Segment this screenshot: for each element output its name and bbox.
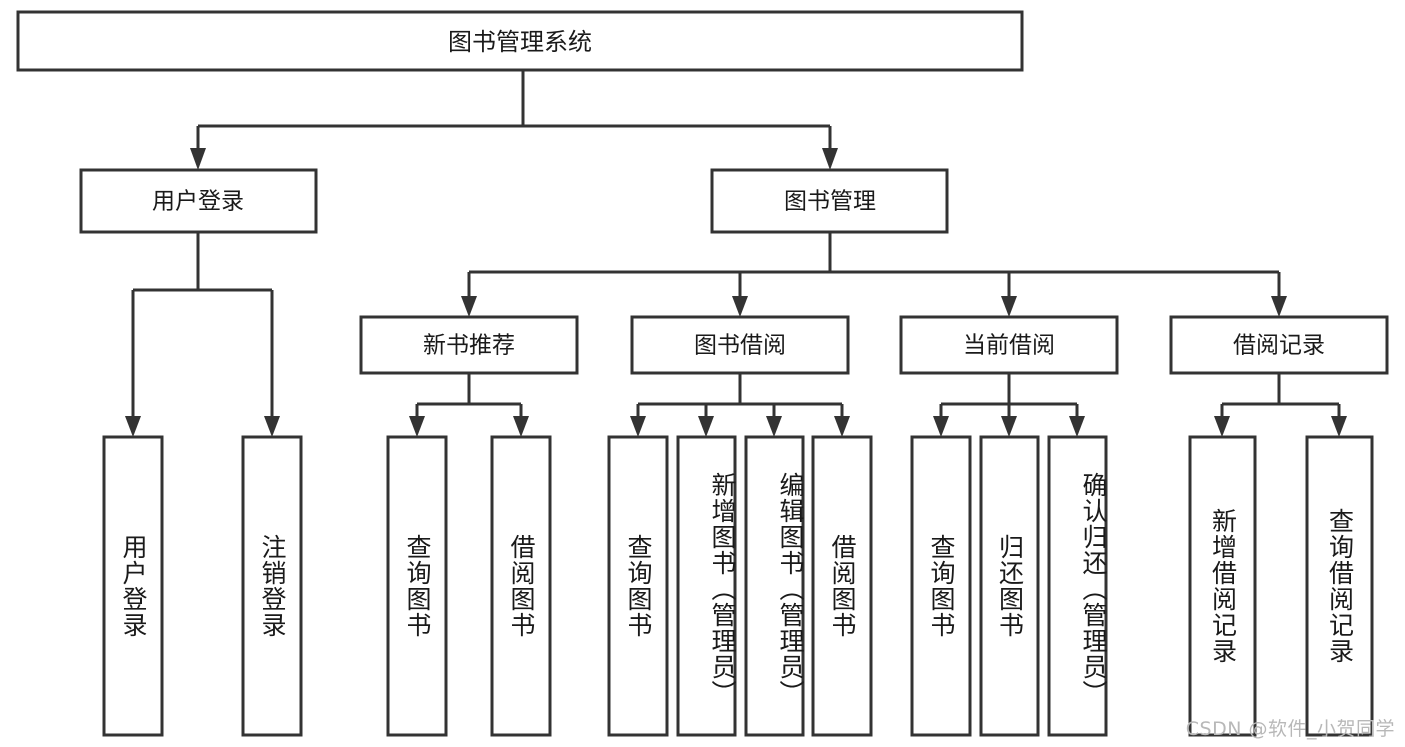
leaf-box-current-borrow-3[interactable] (1047, 435, 1108, 737)
leaf-box-borrow-record-2[interactable] (1305, 435, 1374, 737)
leaf-box-borrow-record-1[interactable] (1188, 435, 1257, 737)
node-user-login[interactable]: 用户登录 (79, 168, 318, 234)
leaf-box-new-book-2[interactable] (490, 435, 552, 737)
connector-book-manage-to-level3 (461, 232, 1287, 317)
node-root-system[interactable]: 图书管理系统 (16, 10, 1024, 72)
node-root-label: 图书管理系统 (448, 28, 592, 56)
leaf-box-book-borrow-1[interactable] (607, 435, 669, 737)
leaf-box-user-login-2[interactable] (241, 435, 303, 737)
node-book-manage-label: 图书管理 (784, 189, 876, 215)
node-user-login-label: 用户登录 (152, 189, 244, 215)
watermark-text: CSDN @软件_小贺同学 (1185, 718, 1395, 740)
node-book-manage[interactable]: 图书管理 (710, 168, 949, 234)
leaf-box-new-book-1[interactable] (386, 435, 448, 737)
node-book-borrow[interactable]: 图书借阅 (630, 315, 850, 375)
node-new-book-recommend-label: 新书推荐 (423, 333, 515, 359)
leaf-box-book-borrow-4[interactable] (811, 435, 873, 737)
leaf-box-current-borrow-2[interactable] (979, 435, 1040, 737)
connector-new-book-to-leaves (409, 373, 529, 437)
connector-root-to-level2 (190, 70, 838, 170)
leaf-box-current-borrow-1[interactable] (910, 435, 972, 737)
connector-user-login-to-leaves (125, 232, 280, 437)
connector-current-borrow-to-leaves (933, 373, 1085, 437)
leaf-box-user-login-1[interactable] (102, 435, 164, 737)
node-borrow-record-label: 借阅记录 (1233, 333, 1325, 359)
leaf-box-book-borrow-2[interactable] (676, 435, 737, 737)
node-book-borrow-label: 图书借阅 (694, 333, 786, 359)
connector-borrow-record-to-leaves (1214, 373, 1347, 437)
node-current-borrow-label: 当前借阅 (963, 333, 1055, 359)
node-new-book-recommend[interactable]: 新书推荐 (359, 315, 579, 375)
node-current-borrow[interactable]: 当前借阅 (899, 315, 1119, 375)
node-borrow-record[interactable]: 借阅记录 (1169, 315, 1389, 375)
leaf-box-book-borrow-3[interactable] (744, 435, 805, 737)
connector-book-borrow-to-leaves (630, 373, 850, 437)
